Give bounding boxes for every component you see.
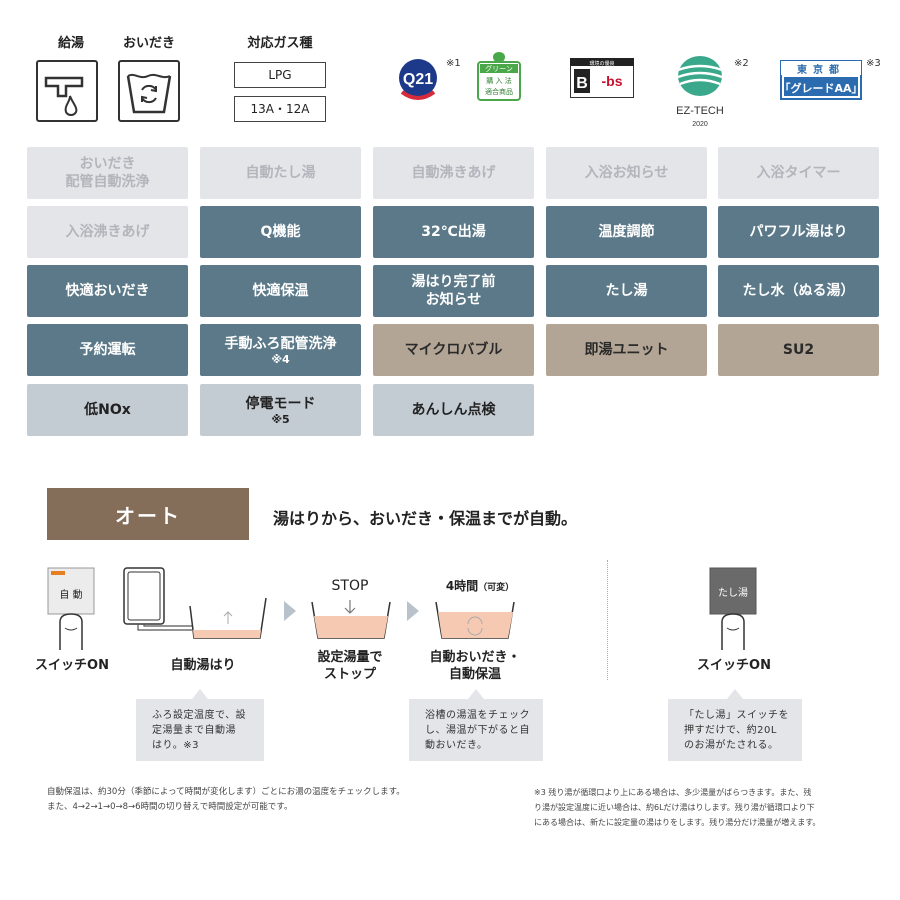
feature-fill-complete-notice: 湯はり完了前お知らせ [373,265,534,317]
b-bs-logo: 環境の優良 B -bs [569,57,635,99]
feature-low-nox: 低NOx [27,384,188,436]
auto-switch-text: 自 動 [59,588,82,601]
feature-auto-top-up: 自動たし湯 [200,147,361,199]
feature-comfort-keep-warm: 快適保温 [200,265,361,317]
tashiyu-switch-text: たし湯 [718,586,748,599]
section-divider [607,560,608,680]
footnote-3: ※3 残り湯が循環口より上にある場合は、多少湯量がばらつきます。また、残り湯が設… [534,788,821,827]
feature-powerful-fill: パワフル湯はり [718,206,879,258]
switch-on-label-1: スイッチON [35,658,109,673]
note-3: ※3 [866,58,881,69]
arrow-right-icon-2 [405,599,421,623]
svg-text:グリーン: グリーン [485,64,513,73]
q21-logo: Q21 [398,58,438,104]
callout-auto-fill: ふろ設定温度で、設定湯量まで自動湯はり。※3 [136,689,264,761]
note-1: ※1 [446,58,461,69]
auto-description: 湯はりから、おいだき・保温までが自動。 [273,509,578,528]
faucet-icon [36,60,98,122]
feature-power-outage-mode: 停電モード※5 [200,384,361,436]
step-auto-fill: 自動湯はり [170,658,236,673]
feature-micro-bubble: マイクロバブル [373,324,534,376]
hot-water-label: 給湯 [57,36,84,51]
reheat-bath-icon [118,60,180,122]
reheat-label: おいだき [122,36,175,51]
green-purchase-logo: グリーン 購 入 法 適合商品 [476,50,522,102]
svg-text:環境の優良: 環境の優良 [589,60,614,67]
tokyo-aa-grade: 「グレードAA」 [780,81,862,95]
feature-manual-pipe-clean: 手動ふろ配管洗浄※4 [200,324,361,376]
feature-32c-output: 32℃出湯 [373,206,534,258]
feature-temperature-control: 温度調節 [546,206,707,258]
feature-top-up: たし湯 [546,265,707,317]
stop-label: STOP [331,578,369,594]
feature-bath-boil-up: 入浴沸きあげ [27,206,188,258]
feature-su2: SU2 [718,324,879,376]
ez-tech-year: 2020 [692,121,708,128]
gas-type-city: 13A・12A [234,96,326,122]
q21-logo-text: Q21 [403,71,433,88]
svg-text:購 入 法: 購 入 法 [486,76,511,85]
timer-label: 4時間（可変） [445,579,515,593]
step-auto-reheat-keep-warm: 自動おいだき・自動保温 [429,650,521,682]
feature-auto-reheat: 自動沸きあげ [373,147,534,199]
gas-type-label: 対応ガス種 [247,36,313,51]
tokyo-aa-top: 東京都 [797,63,845,76]
feature-bath-timer: 入浴タイマー [718,147,879,199]
auto-badge: オート [47,488,249,540]
arrow-right-icon-1 [282,599,298,623]
tokyo-aa-logo: 東京都 「グレードAA」 [779,60,863,100]
feature-reservation: 予約運転 [27,324,188,376]
feature-instant-hot-unit: 即湯ユニット [546,324,707,376]
tub-reheat-illustration [432,596,518,642]
switch-on-label-2: スイッチON [697,658,771,673]
feature-safety-check: あんしん点検 [373,384,534,436]
feature-add-water: たし水（ぬる湯） [718,265,879,317]
tub-stop-illustration [308,596,394,642]
feature-comfort-reheat: 快適おいだき [27,265,188,317]
heater-and-tub-illustration [122,566,272,642]
feature-reheat-pipe-auto-clean: おいだき配管自動洗浄 [27,147,188,199]
ez-tech-logo: EZ-TECH 2020 [668,52,732,130]
step-stop-at-volume: 設定湯量でストップ [317,650,383,682]
ez-tech-logo-text: EZ-TECH [676,105,724,117]
footnote-keep-warm: 自動保温は、約30分（季節によって時間が変化します）ごとにお湯の温度をチェックし… [47,787,405,812]
svg-text:-bs: -bs [602,73,623,89]
tashiyu-switch-icon: たし湯 [708,566,758,650]
gas-type-lpg: LPG [234,62,326,88]
svg-text:B: B [576,75,588,92]
auto-switch-icon: 自 動 [46,566,96,650]
note-2: ※2 [734,58,749,69]
feature-bath-notice: 入浴お知らせ [546,147,707,199]
svg-text:適合商品: 適合商品 [485,87,513,96]
callout-auto-reheat: 浴槽の湯温をチェックし、湯温が下がると自動おいだき。 [409,689,543,761]
feature-q-function: Q機能 [200,206,361,258]
